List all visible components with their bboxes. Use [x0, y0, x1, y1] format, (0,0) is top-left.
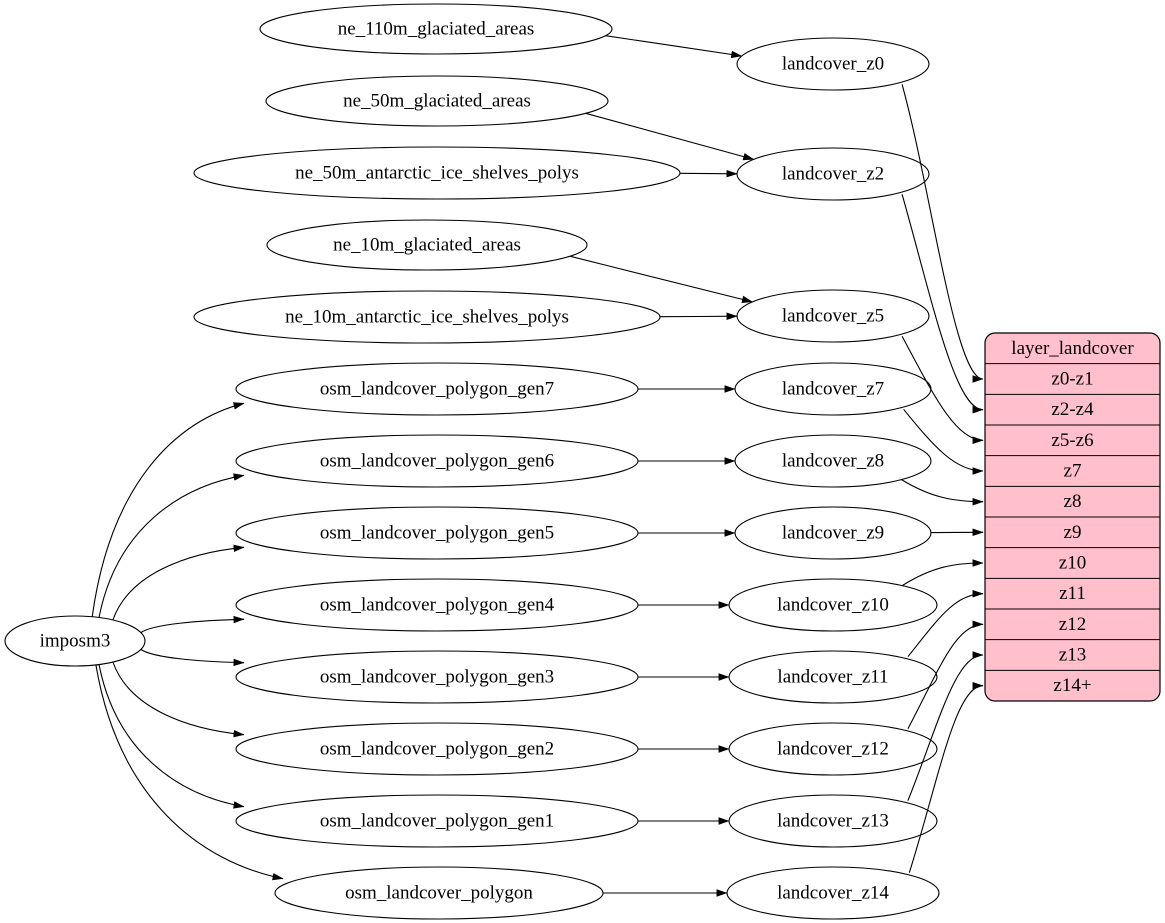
node-osm-landcover-polygon: osm_landcover_polygon	[274, 866, 604, 920]
edge-imposm3-to-osm-landcover-polygon-gen1	[98, 664, 245, 809]
record-row-z12: z12	[1059, 614, 1086, 635]
node-label-osm-landcover-polygon-gen5: osm_landcover_polygon_gen5	[320, 523, 554, 544]
node-label-landcover-z12: landcover_z12	[777, 739, 889, 760]
node-ellipse-ne-50m-antarctic-ice-shelves-polys	[193, 146, 681, 200]
node-landcover-z11: landcover_z11	[728, 650, 938, 704]
edge-imposm3-to-osm-landcover-polygon-gen3	[140, 649, 245, 667]
record-row-z2-z4: z2-z4	[1051, 399, 1094, 420]
edge-landcover-z14-to-row-z14plus	[908, 681, 984, 873]
record-row-z13: z13	[1059, 645, 1086, 666]
node-label-landcover-z0: landcover_z0	[782, 54, 884, 75]
node-label-landcover-z14: landcover_z14	[777, 883, 889, 904]
nodes-layer: imposm3 ne_110m_glaciated_areas ne_50m_gla…	[4, 3, 1161, 920]
node-label-imposm3: imposm3	[40, 631, 111, 652]
edge-ne-50m-antarctic-ice-shelves-polys-to-landcover-z2	[679, 169, 738, 178]
node-osm-landcover-polygon-gen2: osm_landcover_polygon_gen2	[235, 722, 639, 776]
node-label-osm-landcover-polygon-gen3: osm_landcover_polygon_gen3	[320, 667, 554, 688]
node-label-osm-landcover-polygon-gen6: osm_landcover_polygon_gen6	[320, 451, 554, 472]
edge-imposm3-to-osm-landcover-polygon-gen5	[112, 544, 245, 621]
edge-landcover-z7-to-row-z7	[903, 408, 984, 475]
record-row-z7: z7	[1064, 461, 1082, 482]
edge-imposm3-to-osm-landcover-polygon-gen2	[112, 661, 245, 738]
node-osm-landcover-polygon-gen7: osm_landcover_polygon_gen7	[235, 362, 639, 416]
node-label-landcover-z13: landcover_z13	[777, 811, 889, 832]
node-label-ne-50m-antarctic-ice-shelves-polys: ne_50m_antarctic_ice_shelves_polys	[295, 163, 579, 184]
edge-landcover-z10-to-row-z10	[902, 559, 984, 587]
node-landcover-z13: landcover_z13	[728, 794, 938, 848]
node-landcover-z2: landcover_z2	[736, 147, 930, 201]
node-landcover-z0: landcover_z0	[736, 37, 930, 91]
node-osm-landcover-polygon-gen4: osm_landcover_polygon_gen4	[235, 578, 639, 632]
edge-imposm3-to-osm-landcover-polygon	[95, 664, 284, 881]
record-row-z9: z9	[1064, 522, 1082, 543]
node-label-ne-50m-glaciated-areas: ne_50m_glaciated_areas	[343, 91, 531, 112]
node-osm-landcover-polygon-gen3: osm_landcover_polygon_gen3	[235, 650, 639, 704]
edge-landcover-z5-to-row-z5-z6	[901, 336, 984, 445]
edge-imposm3-to-osm-landcover-polygon-gen7	[91, 402, 245, 617]
node-ellipse-ne-10m-antarctic-ice-shelves-polys	[193, 290, 661, 344]
node-landcover-z7: landcover_z7	[734, 362, 932, 416]
record-row-z0-z1: z0-z1	[1051, 369, 1093, 390]
node-ne-50m-glaciated-areas: ne_50m_glaciated_areas	[265, 75, 609, 127]
edge-landcover-z8-to-row-z8	[901, 479, 984, 506]
node-ellipse-ne-10m-glaciated-areas	[266, 219, 588, 271]
edge-imposm3-to-osm-landcover-polygon-gen4	[140, 615, 245, 633]
node-landcover-z9: landcover_z9	[734, 506, 932, 560]
node-label-osm-landcover-polygon-gen1: osm_landcover_polygon_gen1	[320, 811, 554, 832]
node-label-osm-landcover-polygon-gen4: osm_landcover_polygon_gen4	[320, 595, 555, 616]
record-layer-landcover: layer_landcover z0-z1 z2-z4 z5-z6 z7 z8 z9 z10 z…	[984, 332, 1161, 702]
node-osm-landcover-polygon-gen5: osm_landcover_polygon_gen5	[235, 506, 639, 560]
node-label-landcover-z2: landcover_z2	[782, 164, 884, 185]
node-landcover-z10: landcover_z10	[728, 578, 938, 632]
node-ne-10m-antarctic-ice-shelves-polys: ne_10m_antarctic_ice_shelves_polys	[193, 290, 661, 344]
record-title: layer_landcover	[1011, 338, 1134, 359]
edge-ne-10m-antarctic-ice-shelves-polys-to-landcover-z5	[659, 312, 738, 321]
edge-landcover-z11-to-row-z11	[907, 589, 984, 658]
node-label-osm-landcover-polygon-gen2: osm_landcover_polygon_gen2	[320, 739, 554, 760]
node-label-osm-landcover-polygon-gen7: osm_landcover_polygon_gen7	[320, 379, 554, 400]
node-label-landcover-z7: landcover_z7	[782, 379, 884, 400]
node-landcover-z8: landcover_z8	[734, 434, 932, 488]
node-ellipse-ne-50m-glaciated-areas	[265, 75, 609, 127]
node-label-ne-10m-antarctic-ice-shelves-polys: ne_10m_antarctic_ice_shelves_polys	[285, 307, 569, 328]
node-label-landcover-z10: landcover_z10	[777, 595, 889, 616]
record-row-z5-z6: z5-z6	[1051, 430, 1093, 451]
node-label-landcover-z5: landcover_z5	[782, 306, 884, 327]
node-osm-landcover-polygon-gen1: osm_landcover_polygon_gen1	[235, 794, 639, 848]
edges-layer	[91, 35, 984, 897]
record-row-z11: z11	[1059, 583, 1086, 604]
node-ellipse-ne-110m-glaciated-areas	[259, 3, 613, 55]
node-ellipse-imposm3	[4, 615, 146, 667]
edge-landcover-z2-to-row-z2-z4	[901, 194, 984, 414]
node-imposm3: imposm3	[4, 615, 146, 667]
record-row-z14plus: z14+	[1053, 675, 1091, 696]
node-ne-10m-glaciated-areas: ne_10m_glaciated_areas	[266, 219, 588, 271]
node-ne-110m-glaciated-areas: ne_110m_glaciated_areas	[259, 3, 613, 55]
edge-landcover-z12-to-row-z12	[907, 620, 984, 729]
node-label-osm-landcover-polygon: osm_landcover_polygon	[345, 883, 533, 904]
edge-ne-10m-glaciated-areas-to-landcover-z5	[569, 255, 753, 303]
node-osm-landcover-polygon-gen6: osm_landcover_polygon_gen6	[235, 434, 639, 488]
node-ellipse-landcover-z0	[736, 37, 930, 91]
edge-ne-110m-glaciated-areas-to-landcover-z0	[605, 35, 743, 59]
node-landcover-z14: landcover_z14	[726, 866, 940, 920]
node-ne-50m-antarctic-ice-shelves-polys: ne_50m_antarctic_ice_shelves_polys	[193, 146, 681, 200]
node-label-landcover-z8: landcover_z8	[782, 451, 884, 472]
edge-landcover-z13-to-row-z13	[907, 651, 984, 801]
edge-imposm3-to-osm-landcover-polygon-gen6	[98, 473, 245, 618]
node-label-ne-110m-glaciated-areas: ne_110m_glaciated_areas	[338, 19, 535, 40]
record-row-z10: z10	[1059, 553, 1086, 574]
node-label-ne-10m-glaciated-areas: ne_10m_glaciated_areas	[333, 235, 521, 256]
node-landcover-z12: landcover_z12	[728, 722, 938, 776]
edge-landcover-z0-to-row-z0-z1	[901, 84, 984, 383]
edge-ne-50m-glaciated-areas-to-landcover-z2	[585, 112, 755, 161]
node-label-landcover-z9: landcover_z9	[782, 523, 884, 544]
node-landcover-z5: landcover_z5	[736, 289, 930, 343]
node-label-landcover-z11: landcover_z11	[777, 667, 888, 688]
record-row-z8: z8	[1064, 491, 1082, 512]
